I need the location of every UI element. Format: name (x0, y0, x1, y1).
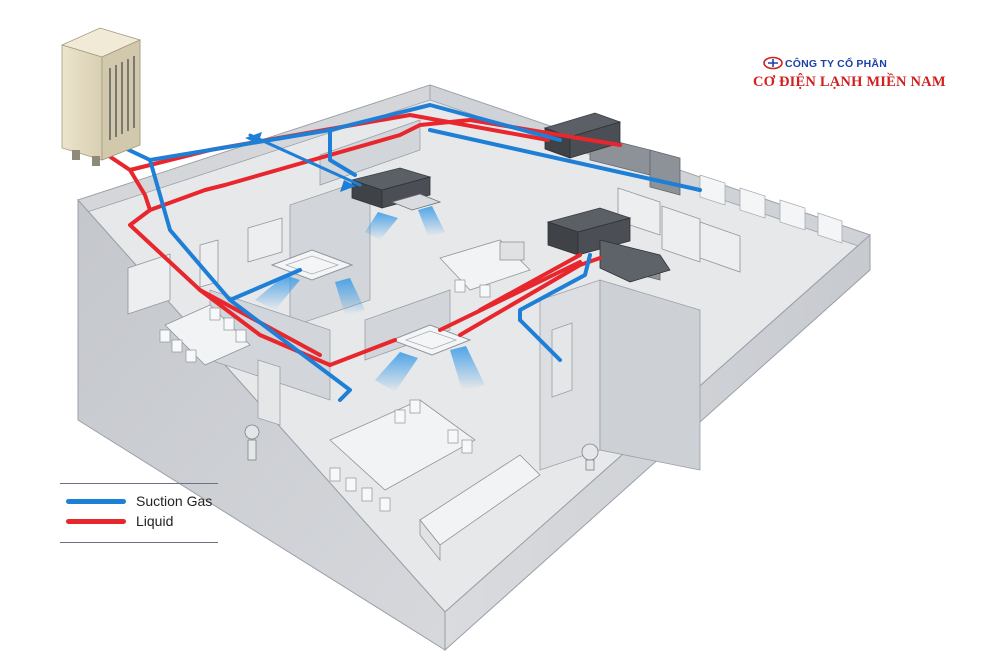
flow-arrow (245, 132, 356, 192)
legend-item-suction-gas: Suction Gas (66, 492, 212, 510)
airflow (418, 206, 445, 236)
furniture (164, 239, 541, 562)
brand-line-2: CƠ ĐIỆN LẠNH MIỀN NAM (753, 74, 946, 90)
outdoor-unit (60, 27, 142, 166)
legend-item-liquid: Liquid (66, 512, 173, 530)
cassette-unit-right (390, 324, 472, 356)
ducted-unit-center (350, 167, 442, 211)
chairs (159, 279, 491, 512)
liquid-pipes (98, 113, 622, 367)
airflow (375, 352, 418, 392)
brand-line-1: CÔNG TY CỔ PHẦN (785, 58, 887, 70)
partitions (209, 119, 701, 471)
suction-gas-pipes (106, 103, 702, 402)
company-brand: CÔNG TY CỔ PHẦN CƠ ĐIỆN LẠNH MIỀN NAM (745, 56, 985, 96)
airflow (255, 275, 300, 310)
airflow (365, 212, 398, 240)
legend: Suction Gas Liquid (60, 483, 218, 543)
legend-label: Liquid (136, 513, 174, 529)
legend-swatch (66, 498, 126, 504)
cassette-units (255, 206, 485, 392)
legend-label: Suction Gas (136, 493, 213, 509)
company-logo-icon (763, 56, 783, 70)
building (77, 84, 871, 652)
airflow (335, 278, 365, 315)
legend-swatch (66, 518, 126, 524)
airflow (450, 346, 485, 390)
plants (244, 424, 599, 471)
